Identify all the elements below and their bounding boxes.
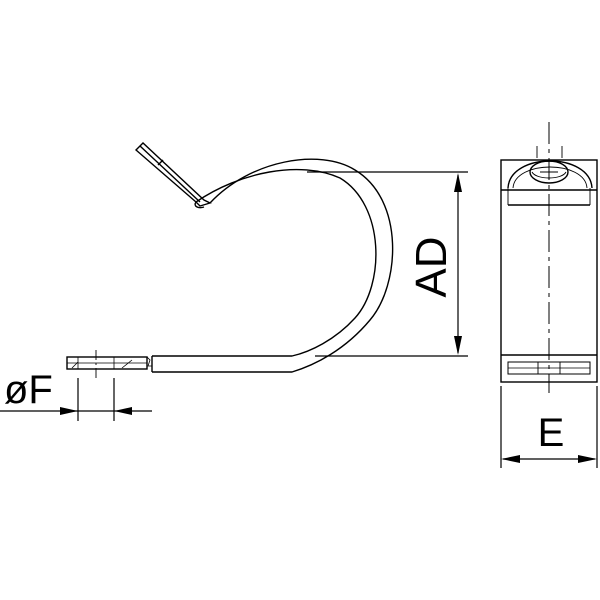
- f-arrow-right: [114, 407, 132, 415]
- e-label: E: [538, 411, 565, 455]
- lug-step: [146, 356, 152, 367]
- ad-arrow-top: [454, 173, 462, 192]
- upper-tab-bend: [194, 201, 205, 209]
- f-label: øF: [4, 368, 53, 412]
- dimension-e: [500, 386, 598, 468]
- dimension-f: [0, 378, 152, 421]
- clamp-side-view: [66, 142, 394, 373]
- f-arrow-left: [60, 407, 78, 415]
- e-arrow-left: [501, 455, 520, 463]
- upper-tab-cross-line: [157, 159, 164, 166]
- upper-tab-inner-line: [139, 145, 201, 203]
- band-outer-edge: [152, 158, 394, 373]
- lug-hatch-1: [71, 361, 79, 369]
- ad-arrow-bottom: [454, 336, 462, 355]
- dimension-ad: [307, 171, 468, 357]
- front-head-inner: [512, 166, 588, 189]
- lug-hatch-2: [121, 359, 133, 369]
- ad-label: AD: [407, 236, 456, 297]
- band-inner-edge: [152, 168, 377, 357]
- e-arrow-right: [578, 455, 597, 463]
